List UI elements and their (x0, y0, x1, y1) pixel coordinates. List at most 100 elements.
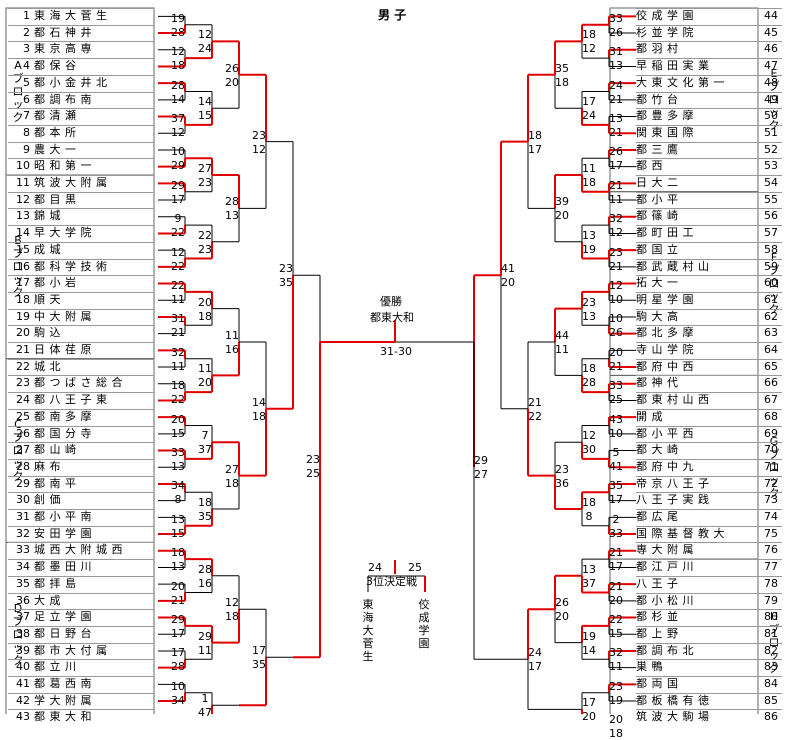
team-number: 33 (16, 543, 30, 557)
champion-label: 優勝 (380, 295, 402, 308)
team-row: 36 大 成 (8, 592, 154, 609)
team-name: 都 板 橋 有 徳 (636, 693, 710, 707)
champion-name: 都東大和 (370, 311, 414, 324)
team-number: 85 (764, 693, 778, 707)
left-score-top: 31 (171, 312, 185, 326)
right-score-bottom: 26 (609, 326, 623, 340)
team-number: 31 (16, 510, 30, 523)
team-name: 都 小 平 西 (636, 426, 694, 440)
right-score-bottom: 11 (609, 660, 623, 674)
block-label-char: ロ (768, 460, 780, 474)
team-name: 筑 波 大 附 属 (34, 176, 108, 189)
team-number: 10 (16, 159, 30, 173)
left-score-bottom: 35 (198, 510, 212, 523)
left-score-bottom: 20 (198, 376, 212, 390)
right-score-top: 33 (609, 379, 623, 393)
team-row: 国 際 基 督 教 大 75 (636, 525, 782, 542)
right-score-top: 35 (609, 479, 623, 493)
team-name: 大 成 (34, 593, 61, 607)
team-name: 都 府 中 九 (636, 459, 694, 473)
team-name: 都 つ ば さ 総 合 (34, 376, 123, 390)
left-score-bottom: 21 (171, 593, 185, 607)
team-number: 56 (764, 209, 778, 223)
team-char: 園 (418, 637, 430, 650)
left-score-top: 12 (198, 28, 212, 42)
team-number: 25 (16, 409, 30, 423)
right-score-top: 41 (501, 262, 515, 276)
team-name: 駒 込 (34, 326, 61, 340)
left-score-top: 20 (171, 412, 185, 426)
team-number: 59 (764, 259, 778, 273)
team-number: 79 (764, 593, 778, 607)
team-name: 都 八 王 子 東 (34, 393, 108, 407)
left-score-bottom: 23 (198, 242, 212, 256)
team-number: 18 (16, 292, 30, 306)
right-score-top: 10 (609, 312, 623, 326)
right-score-bottom: 19 (609, 693, 623, 707)
left-score-bottom: 18 (252, 409, 266, 423)
team-name: 都 南 多 摩 (34, 409, 92, 423)
team-number: 22 (16, 359, 30, 373)
right-score-top: 23 (609, 679, 623, 693)
team-name: 都 目 黒 (34, 192, 77, 206)
team-number: 7 (23, 109, 30, 123)
team-number: 48 (764, 75, 778, 89)
right-score-top: 21 (609, 178, 623, 192)
left-score-bottom: 12 (171, 125, 185, 139)
left-score-top: 22 (198, 228, 212, 242)
left-score-bottom: 11 (198, 643, 212, 657)
block-label-char: ク (12, 111, 24, 124)
left-score-bottom: 35 (279, 276, 293, 290)
team-name: 昭 和 第 一 (34, 159, 92, 173)
right-score-top: 21 (609, 579, 623, 593)
left-score-bottom: 47 (198, 706, 212, 720)
team-number: 23 (16, 376, 30, 390)
third-left-score: 24 (368, 561, 382, 574)
team-number: 36 (16, 593, 30, 607)
team-name: 都 本 所 (34, 125, 77, 139)
team-number: 82 (764, 643, 778, 657)
team-number: 58 (764, 242, 778, 256)
team-number: 37 (16, 610, 30, 624)
team-name: 拓 大 一 (636, 276, 679, 290)
team-char: 佼 (418, 598, 430, 611)
team-number: 75 (764, 526, 778, 540)
right-score-bottom: 36 (555, 476, 569, 490)
right-score-top: 23 (555, 462, 569, 476)
team-name: 都 篠 崎 (636, 209, 679, 223)
team-number: 71 (764, 459, 778, 473)
team-name: 国 際 基 督 教 大 (636, 526, 725, 540)
team-name: 都 国 分 寺 (34, 426, 92, 440)
team-number: 39 (16, 643, 30, 657)
block-label-char: ブ (12, 614, 24, 628)
team-number: 34 (16, 560, 30, 574)
team-name: 創 価 (34, 493, 61, 507)
right-score-bottom: 13 (609, 59, 623, 73)
block-label-char: C (14, 418, 22, 432)
left-score-bottom: 24 (198, 42, 212, 56)
left-score-bottom: 18 (225, 610, 239, 624)
left-score-bottom: 23 (198, 176, 212, 189)
team-number: 61 (764, 292, 778, 306)
team-name: 都 国 立 (636, 242, 679, 256)
left-score-top: 23 (306, 453, 320, 467)
block-label-char: ロ (12, 260, 24, 274)
right-score-bottom: 26 (609, 25, 623, 39)
team-name: 東 京 高 専 (34, 42, 92, 56)
left-score-top: 22 (171, 278, 185, 292)
right-score-top: 17 (582, 95, 596, 109)
right-score-bottom: 41 (609, 459, 623, 473)
team-number: 9 (23, 142, 30, 156)
team-number: 50 (764, 109, 778, 123)
